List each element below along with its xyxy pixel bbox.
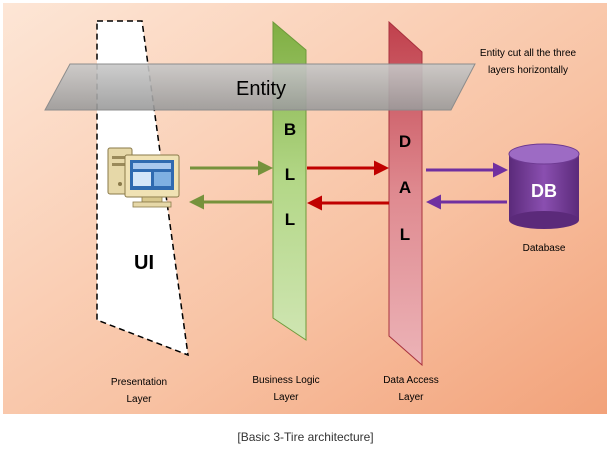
- bll-letter-l2: L: [285, 210, 295, 229]
- data-access-layer-label-line2: Layer: [398, 392, 424, 403]
- entity-label: Entity: [236, 78, 286, 100]
- data-access-layer-label-line1: Data Access: [383, 375, 439, 386]
- dal-letter-l: L: [400, 225, 410, 244]
- database-label: Database: [523, 243, 566, 254]
- presentation-layer-label-line2: Layer: [126, 394, 152, 405]
- figure-caption: [Basic 3-Tire architecture]: [237, 430, 374, 444]
- presentation-layer-label-line1: Presentation: [111, 377, 167, 388]
- bll-letter-b: B: [284, 120, 296, 139]
- entity-note-line2: layers horizontally: [488, 65, 568, 76]
- computer-icon: [107, 147, 180, 208]
- dal-letter-a: A: [399, 178, 411, 197]
- database-cylinder-icon: [508, 143, 580, 229]
- ui-label: UI: [134, 252, 154, 274]
- dal-letter-d: D: [399, 132, 411, 151]
- business-logic-layer-label-line1: Business Logic: [252, 375, 319, 386]
- entity-band: [44, 63, 476, 111]
- bll-letter-l1: L: [285, 165, 295, 184]
- entity-note-line1: Entity cut all the three: [480, 48, 577, 59]
- db-label: DB: [531, 181, 557, 201]
- business-logic-layer-label-line2: Layer: [273, 392, 299, 403]
